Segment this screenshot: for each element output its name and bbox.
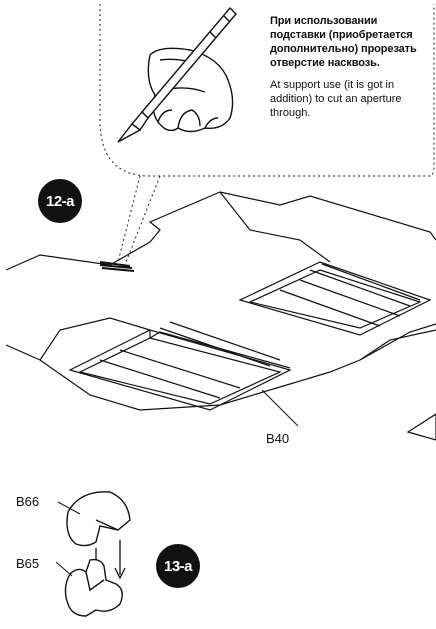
part-label-b66: B66 bbox=[16, 494, 40, 509]
callout-bubble bbox=[99, 4, 435, 177]
clip-part-b66 bbox=[57, 491, 131, 547]
step-badge-12a: 12-a bbox=[38, 179, 82, 223]
clip-part-b65 bbox=[55, 558, 123, 617]
part-label-b40: B40 bbox=[266, 431, 290, 446]
part-label-b65: B65 bbox=[16, 556, 40, 571]
callout-text: При использовании подставки (приобретает… bbox=[270, 14, 430, 120]
callout-text-ru: При использовании подставки (приобретает… bbox=[270, 15, 417, 69]
craft-knife-icon bbox=[117, 6, 237, 143]
tray-part-b40 bbox=[5, 191, 436, 441]
step-badge-13a: 13-a bbox=[156, 544, 200, 588]
callout-text-en: At support use (it is got in addition) t… bbox=[270, 79, 402, 119]
callout-pointer bbox=[117, 175, 161, 263]
